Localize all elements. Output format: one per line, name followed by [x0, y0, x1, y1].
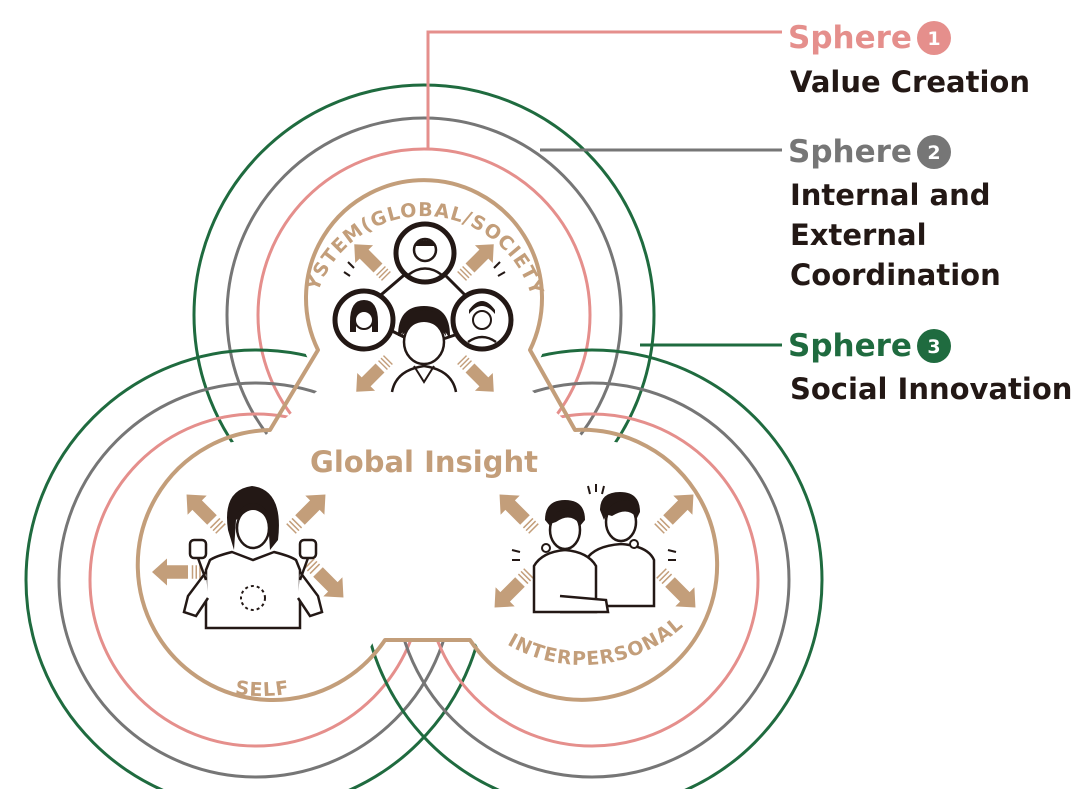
sphere-2-word: Sphere [788, 134, 912, 170]
sphere-2-number: 2 [927, 142, 940, 164]
two-people-icon [484, 484, 706, 618]
sphere-1-number-badge [917, 21, 951, 55]
leader-lines [426, 30, 782, 347]
leader-sphere1 [426, 30, 782, 148]
sphere-1-word: Sphere [788, 20, 912, 56]
sphere-2-title-line-1: Internal and [790, 178, 991, 212]
trefoil-outline [135, 178, 720, 702]
group-network-icon [332, 221, 514, 402]
sphere-3-number: 3 [927, 336, 940, 358]
sphere-2-title-line-2: External [790, 218, 927, 252]
sphere-3-title: Social Innovation [790, 372, 1072, 406]
lobe-label-self: SELF [234, 677, 291, 701]
sphere-2-title-line-3: Coordination [790, 258, 1001, 292]
sphere-3-label: Sphere 3 Social Innovation [788, 328, 1072, 406]
sphere-1-title: Value Creation [790, 65, 1030, 99]
sphere-2-label: Sphere 2 Internal and External Coordinat… [788, 134, 1001, 292]
sphere-2-number-badge [917, 135, 951, 169]
sphere-3-word: Sphere [788, 328, 912, 364]
person-cheering-icon [151, 484, 354, 630]
center-title: Global Insight [310, 445, 538, 479]
sphere-1-label: Sphere 1 Value Creation [788, 20, 1030, 99]
sphere-1-number: 1 [927, 28, 940, 50]
sphere-3-number-badge [917, 329, 951, 363]
